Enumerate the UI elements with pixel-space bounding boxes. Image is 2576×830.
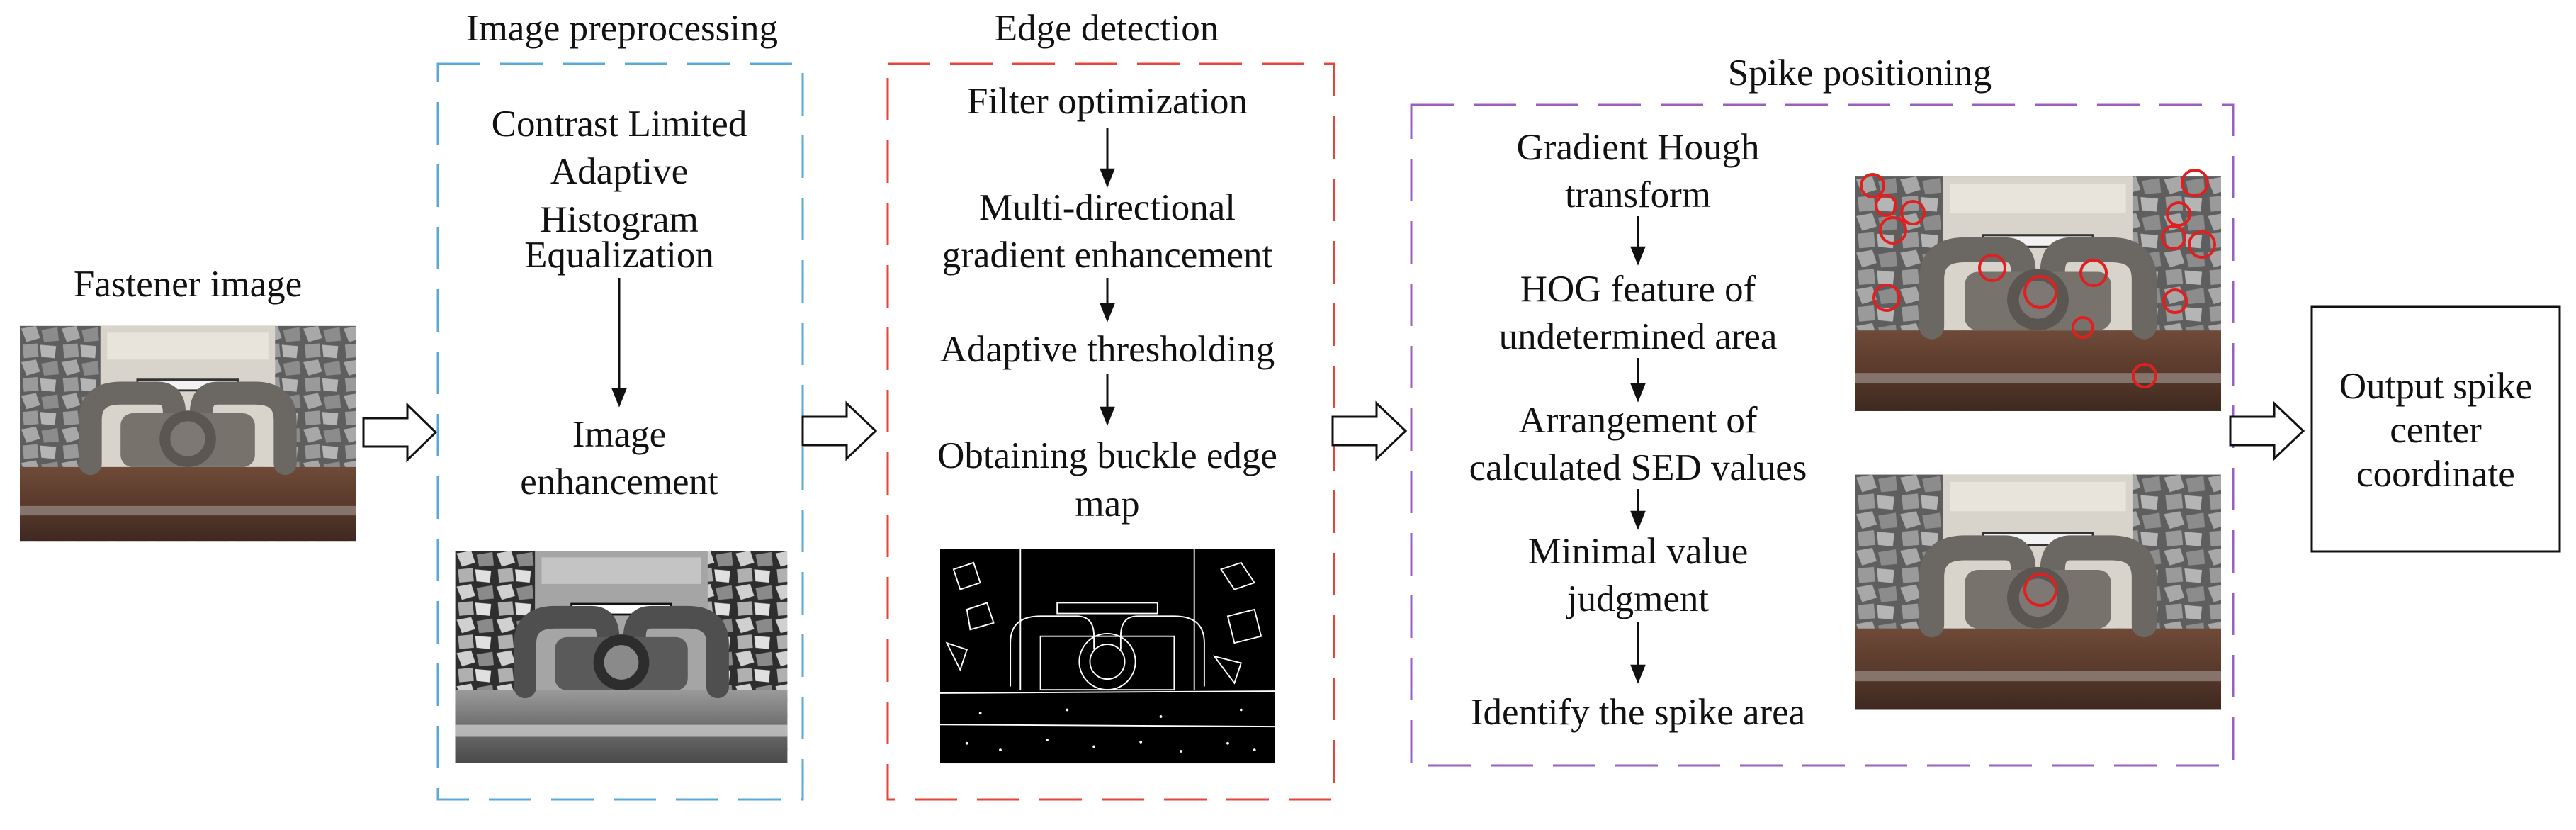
preprocessing-step-clahe: Contrast Limited Adaptive Histogram Equa…	[492, 103, 747, 276]
spike-step-4-line-2: judgment	[1566, 578, 1709, 619]
spike-step-3-line-2: calculated SED values	[1469, 447, 1807, 488]
preprocessing-frame	[436, 62, 804, 801]
enhancement-line-1: Image	[572, 414, 666, 455]
spike-step-1-line-2: transform	[1565, 174, 1711, 215]
flow-arrow-4	[2229, 400, 2305, 461]
spike-step-2-line-2: undetermined area	[1499, 316, 1778, 357]
edge-step-4-line-1: Obtaining buckle edge	[937, 435, 1277, 476]
clahe-line-2: Adaptive	[550, 151, 688, 192]
output-box	[2310, 305, 2561, 553]
spike-step-2-line-1: HOG feature of	[1520, 269, 1756, 310]
clahe-line-3: Histogram	[540, 199, 699, 240]
spike-result-image	[1855, 475, 2221, 710]
output-line-1: Output spike	[2339, 366, 2532, 407]
spike-step-5: Identify the spike area	[1471, 692, 1805, 733]
output-line-2: center	[2390, 410, 2482, 451]
input-label: Fastener image	[74, 264, 302, 305]
enhancement-line-2: enhancement	[520, 461, 718, 503]
flow-arrow-3	[1331, 400, 1408, 461]
preprocessing-title: Image preprocessing	[466, 8, 778, 49]
output-line-3: coordinate	[2356, 454, 2515, 495]
fastener-input-image	[20, 326, 356, 541]
edge-step-1: Filter optimization	[967, 81, 1248, 122]
flow-arrow-1	[362, 402, 438, 463]
spike-step-1-line-1: Gradient Hough	[1517, 127, 1760, 168]
edge-map-image	[940, 548, 1275, 765]
edge-step-3: Adaptive thresholding	[940, 329, 1275, 370]
edge-step-2-line-2: gradient enhancement	[942, 235, 1273, 276]
spike-step-4-line-1: Minimal value	[1528, 531, 1749, 572]
edge-step-2-line-1: Multi-directional	[979, 187, 1236, 228]
enhanced-image	[456, 551, 788, 763]
flow-arrow-2	[801, 400, 878, 461]
spike-title: Spike positioning	[1728, 52, 1992, 94]
edge-title: Edge detection	[995, 8, 1219, 49]
clahe-line-1: Contrast Limited	[492, 103, 747, 145]
preprocessing-step-enhancement: Image enhancement	[520, 414, 718, 503]
edge-step-4-line-2: map	[1075, 483, 1139, 525]
hough-candidates-image	[1855, 169, 2221, 411]
spike-step-3-line-1: Arrangement of	[1519, 400, 1758, 441]
clahe-line-4: Equalization	[524, 235, 714, 276]
